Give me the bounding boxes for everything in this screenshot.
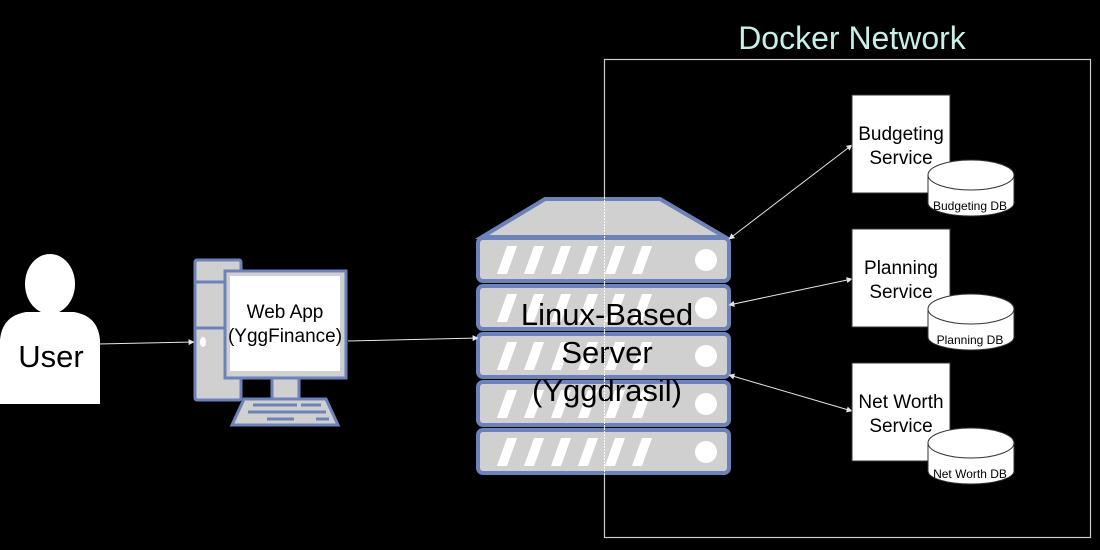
edge-user-to-webapp: [97, 339, 195, 346]
service-planning: Planning Service Planning DB: [851, 228, 1015, 351]
service-label-line2: Service: [869, 148, 932, 169]
server-led-icon: [695, 345, 717, 367]
server-unit: [476, 284, 731, 331]
edge-server-planning: [728, 277, 853, 307]
server-led-icon: [695, 441, 717, 463]
server-label-line3: (Yggdrasil): [532, 373, 682, 408]
webapp-label-line1: Web App: [247, 302, 324, 323]
server-led-icon: [695, 297, 717, 319]
database-label: Net Worth DB: [933, 467, 1007, 481]
service-label-line2: Service: [869, 416, 932, 437]
service-label-line2: Service: [869, 282, 932, 303]
service-label-line1: Planning: [864, 258, 938, 279]
database-icon: [927, 293, 1015, 351]
service-networth: Net Worth Service Net Worth DB: [851, 362, 1015, 485]
user-label: User: [18, 339, 83, 374]
keyboard-keys-icon: [248, 403, 329, 421]
docker-network-label: Docker Network: [738, 20, 967, 56]
service-label-line1: Budgeting: [858, 124, 944, 145]
server-led-icon: [695, 393, 717, 415]
server-unit: [476, 236, 731, 283]
database-label: Planning DB: [937, 333, 1004, 347]
service-label-line1: Net Worth: [858, 392, 943, 413]
user-icon: [0, 254, 100, 404]
server-led-icon: [695, 249, 717, 271]
database-icon: [927, 427, 1015, 485]
webapp-label-line2: (YggFinance): [228, 326, 342, 347]
computer-power-icon: [200, 337, 206, 347]
server-unit: [476, 332, 731, 379]
server-unit: [476, 428, 731, 475]
server-label-line1: Linux-Based: [521, 297, 693, 332]
database-label: Budgeting DB: [933, 199, 1007, 213]
edge-server-budgeting: [728, 144, 853, 240]
edge-webapp-to-server: [347, 335, 479, 342]
database-icon: [927, 159, 1015, 217]
server-rack-icon: [474, 197, 733, 475]
server-label-line2: Server: [561, 335, 652, 370]
service-budgeting: Budgeting Service Budgeting DB: [851, 94, 1015, 217]
edge-server-networth: [728, 373, 853, 413]
